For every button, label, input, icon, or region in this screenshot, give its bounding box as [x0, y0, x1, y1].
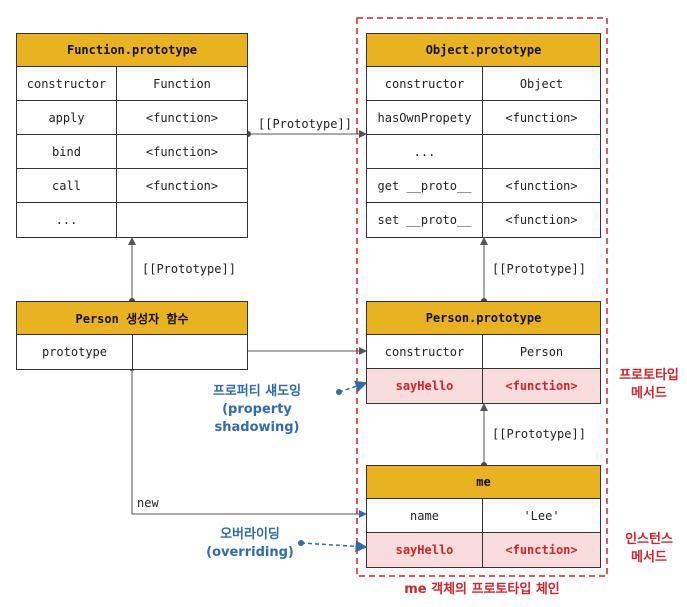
me-box: me name 'Lee' sayHello <function> [366, 465, 601, 568]
row-key: hasOwnPropety [367, 101, 483, 134]
function-prototype-title: Function.prototype [17, 34, 247, 67]
row-key: get __proto__ [367, 169, 483, 202]
person-prototype-box: Person.prototype constructor Person sayH… [366, 301, 601, 404]
table-row: ... [17, 203, 247, 237]
person-constructor-title: Person 생성자 함수 [17, 302, 247, 335]
table-row: call <function> [17, 169, 247, 203]
person-prototype-title: Person.prototype [367, 302, 600, 335]
table-row: apply <function> [17, 101, 247, 135]
table-row: bind <function> [17, 135, 247, 169]
row-value: <function> [505, 379, 578, 393]
new-arrow [131, 368, 367, 518]
row-key: bind [17, 135, 117, 168]
object-prototype-box: Object.prototype constructor Object hasO… [366, 33, 601, 238]
overriding-note: 오버라이딩 (overriding) [200, 526, 300, 562]
row-key: constructor [367, 335, 483, 368]
instance-method-note: 인스턴스 메서드 [612, 531, 686, 567]
row-key: sayHello [367, 533, 483, 567]
row-value: 'Lee' [523, 508, 560, 523]
table-row-highlighted: sayHello <function> [367, 533, 600, 567]
row-value [133, 335, 247, 369]
row-key: name [367, 499, 483, 532]
function-prototype-box: Function.prototype constructor Function … [16, 33, 248, 238]
row-value [483, 135, 600, 168]
prototype-method-note-line1: 프로토타입 [619, 368, 679, 383]
prototype-label-top: [[Prototype]] [258, 117, 352, 131]
table-row: ... [367, 135, 600, 169]
shadowing-note-line1: 프로퍼티 섀도잉 [212, 384, 302, 399]
overriding-arrow [300, 540, 368, 553]
row-key: call [17, 169, 117, 202]
row-value: <function> [505, 178, 578, 193]
table-row: name 'Lee' [367, 499, 600, 533]
row-key: prototype [17, 335, 133, 369]
prototype-label-function: [[Prototype]] [142, 262, 236, 276]
table-row: hasOwnPropety <function> [367, 101, 600, 135]
prototype-label-person: [[Prototype]] [492, 427, 586, 441]
row-key: apply [17, 101, 117, 134]
table-row: get __proto__ <function> [367, 169, 600, 203]
row-value: Function [153, 76, 211, 91]
object-prototype-title: Object.prototype [367, 34, 600, 67]
row-key: set __proto__ [367, 203, 483, 237]
row-key: sayHello [367, 369, 483, 403]
chain-caption: me 객체의 프로토타입 체인 [404, 582, 560, 597]
me-title: me [367, 466, 600, 499]
row-value: <function> [505, 213, 578, 227]
instance-method-note-line2: 메서드 [631, 550, 667, 565]
row-value: <function> [145, 144, 219, 159]
row-value: <function> [505, 110, 578, 125]
overriding-note-line1: 오버라이딩 [220, 527, 280, 542]
table-row: constructor Function [17, 67, 247, 101]
row-key: constructor [17, 67, 117, 100]
table-row: constructor Object [367, 67, 600, 101]
table-row: constructor Person [367, 335, 600, 369]
row-value [117, 203, 247, 237]
person-constructor-box: Person 생성자 함수 prototype [16, 301, 248, 370]
row-value: Person [519, 344, 564, 359]
row-key: ... [367, 135, 483, 168]
instance-method-note-line1: 인스턴스 [625, 532, 673, 547]
person-constructor-title-text: Person 생성자 함수 [75, 311, 189, 326]
row-value: <function> [145, 178, 219, 193]
prototype-chain-frame [356, 17, 608, 577]
shadowing-arrow [338, 380, 368, 393]
shadowing-note-line2: (property shadowing) [214, 402, 300, 435]
table-row: prototype [17, 335, 247, 369]
prototype-label-object: [[Prototype]] [492, 262, 586, 276]
prototype-method-note-line2: 메서드 [631, 386, 667, 401]
shadowing-note: 프로퍼티 섀도잉 (property shadowing) [178, 383, 336, 437]
row-value: <function> [505, 543, 578, 557]
overriding-note-line2: (overriding) [206, 545, 294, 560]
table-row-highlighted: sayHello <function> [367, 369, 600, 403]
row-key: constructor [367, 67, 483, 100]
row-value: Object [519, 76, 564, 91]
table-row: set __proto__ <function> [367, 203, 600, 237]
prototype-method-note: 프로토타입 메서드 [612, 367, 686, 403]
new-label: new [137, 496, 159, 510]
row-key: ... [17, 203, 117, 237]
row-value: <function> [145, 110, 219, 125]
